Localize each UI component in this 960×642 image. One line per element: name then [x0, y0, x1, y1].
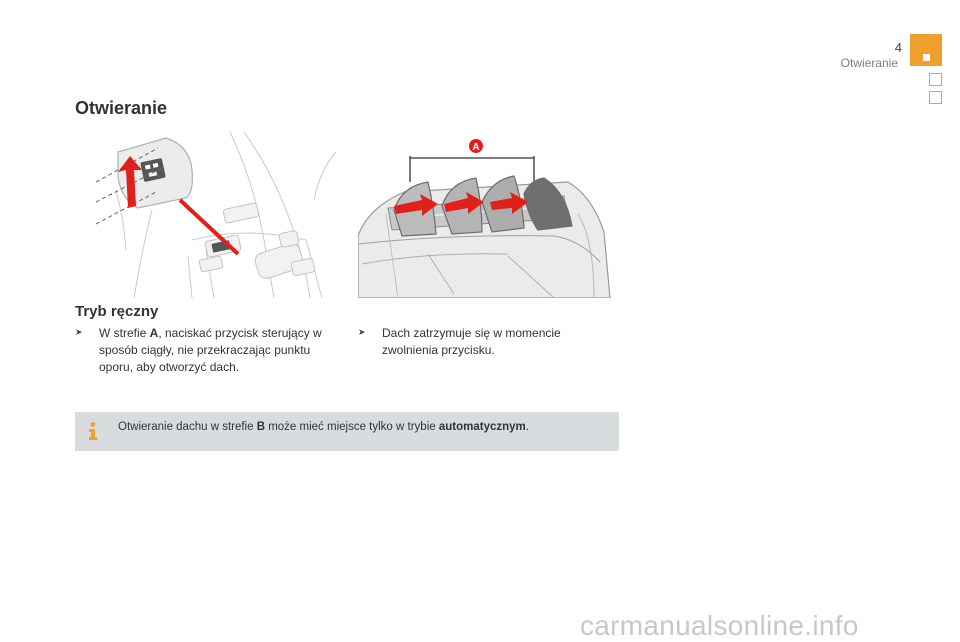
page-number: 4: [894, 40, 902, 55]
roof-control-illustration: [96, 131, 337, 298]
instruction-text: Dach zatrzymuje się w momencie zwolnieni…: [382, 326, 561, 357]
chapter-tab-box[interactable]: [929, 73, 942, 86]
chapter-tab[interactable]: [910, 34, 942, 66]
callout-a-marker: [469, 139, 483, 153]
roof-opening-illustration: A: [358, 136, 612, 298]
section-subtitle: Tryb ręczny: [75, 303, 159, 320]
section-name: Otwieranie: [840, 56, 898, 70]
info-note: Otwieranie dachu w strefie B może mieć m…: [75, 412, 619, 451]
info-icon: [89, 422, 97, 440]
info-text: Otwieranie dachu w strefie B może mieć m…: [118, 421, 529, 433]
page-title: Otwieranie: [75, 98, 168, 118]
chapter-tab-box[interactable]: [929, 91, 942, 104]
watermark: carmanualsonline.info: [580, 610, 859, 641]
arrow-marker-icon: ➤: [358, 328, 366, 338]
instruction-bullet: ➤ W strefie A, naciskać przycisk sterują…: [75, 325, 345, 376]
instruction-bullet: ➤ Dach zatrzymuje się w momencie zwolnie…: [358, 325, 598, 359]
arrow-marker-icon: ➤: [75, 328, 83, 338]
chapter-tab-marker: [923, 54, 930, 61]
callout-a-label: A: [472, 142, 479, 153]
instruction-text: W strefie A, naciskać przycisk sterujący…: [99, 326, 322, 374]
